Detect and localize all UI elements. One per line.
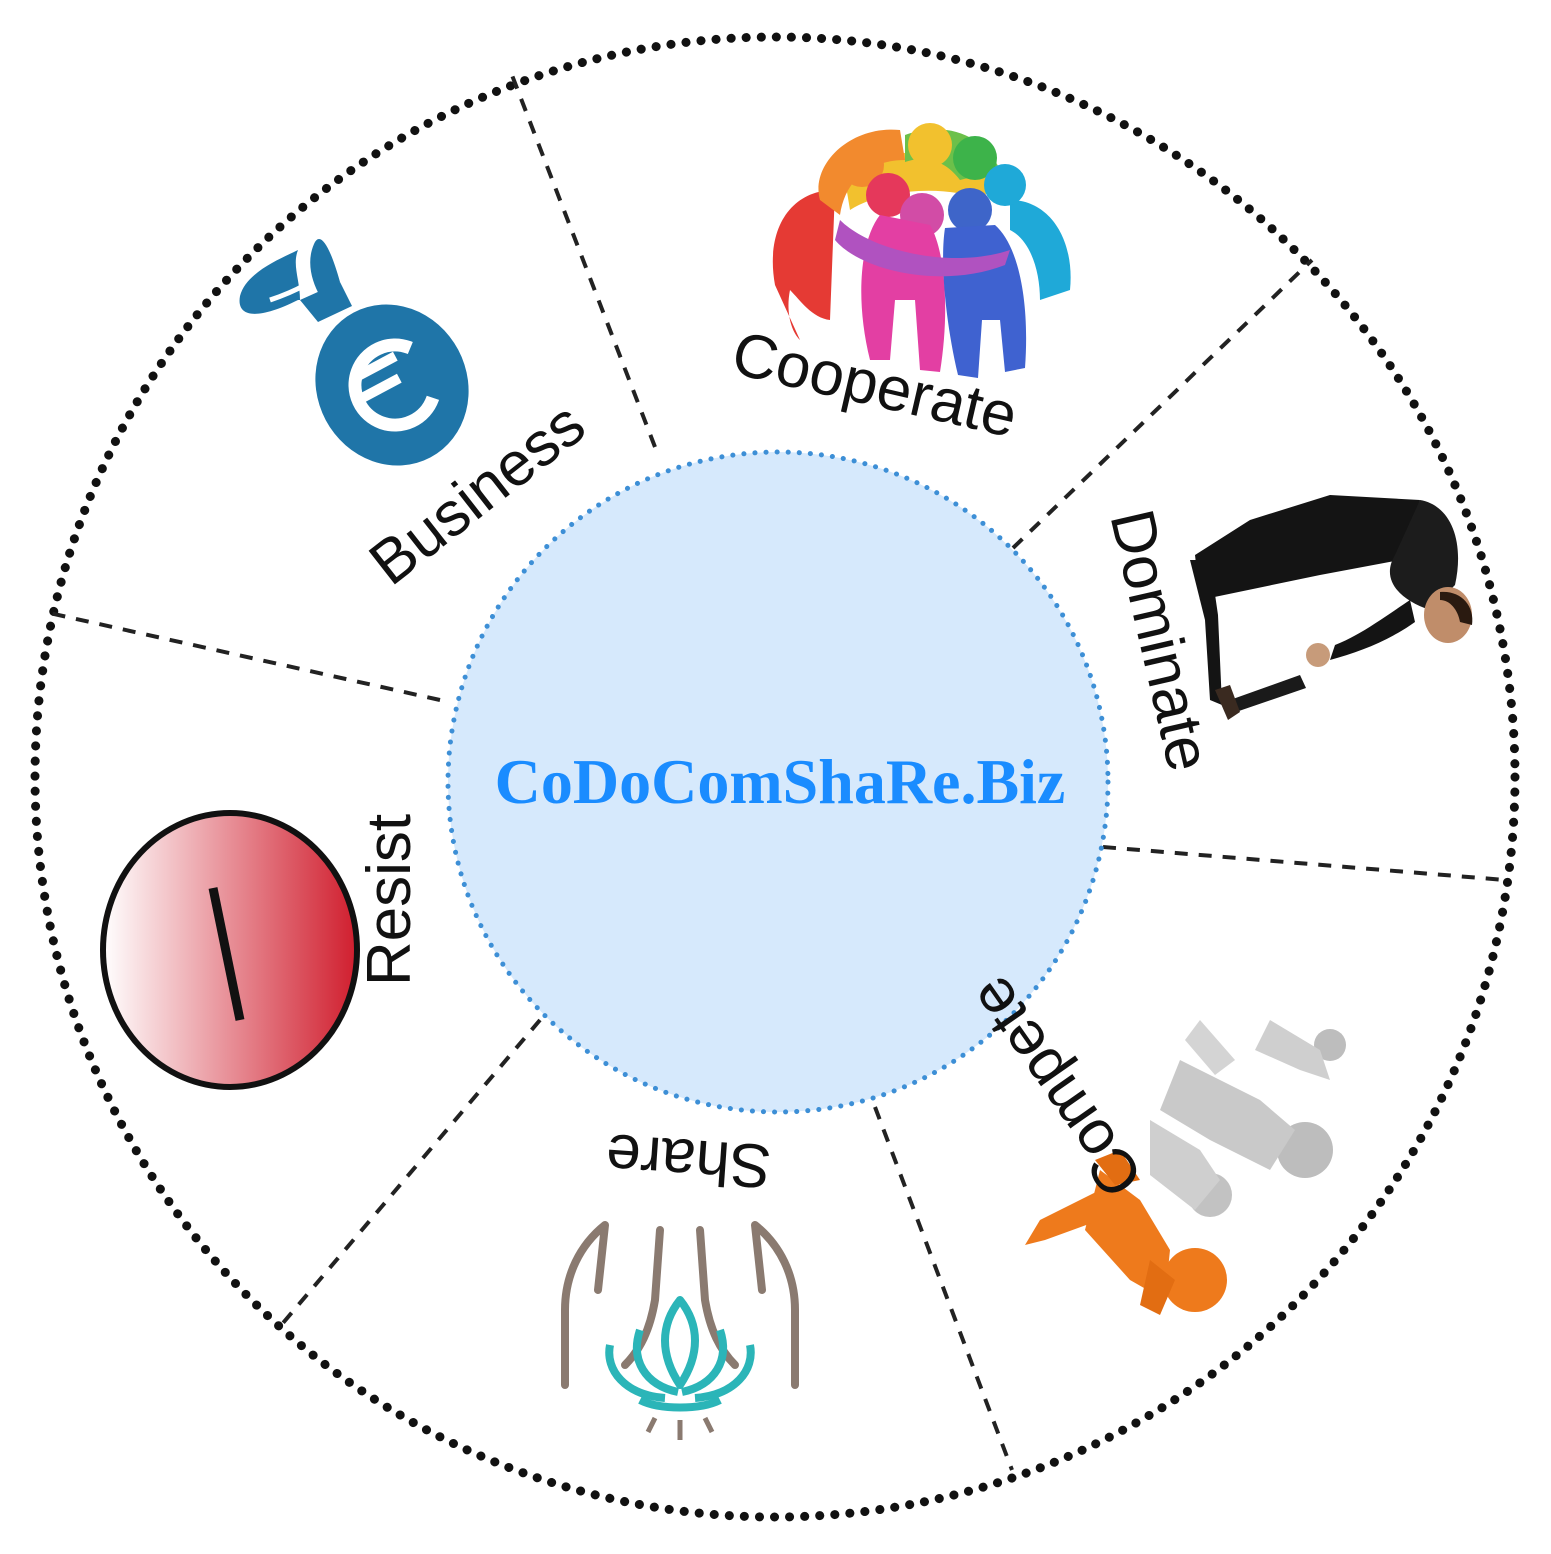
divider-share-resist [281,1018,542,1325]
divider-dominate-compete [1102,845,1506,882]
center-circle [445,449,1111,1115]
dominant-handshake-icon [1190,495,1473,720]
segment-dominate: Dominate [1097,495,1473,777]
segment-label-compete: Compete [956,964,1157,1210]
stop-sign-icon [100,810,360,1090]
hands-lotus-icon [561,1221,799,1440]
segment-business: Business [239,238,598,598]
euro-money-bag-icon [239,238,469,466]
divider-resist-business [44,610,441,702]
racing-figures-icon [1025,1020,1346,1315]
segment-share: Share [561,1120,799,1440]
segment-dividers [44,69,1506,1471]
segment-label-resist: Resist [355,814,424,986]
segment-cooperate: Cooperate [726,123,1071,451]
divider-compete-share [873,1106,1014,1471]
segment-label-share: Share [604,1120,774,1200]
segment-label-dominate: Dominate [1097,503,1224,777]
center-title: CoDoComShaRe.Biz [495,746,1066,817]
divider-cooperate-dominate [1011,258,1314,550]
segment-resist: Resist [100,810,424,1090]
segment-compete: Compete [956,964,1346,1315]
embracing-figures-icon [772,123,1071,378]
outer-ring [30,32,1520,1522]
divider-business-cooperate [508,69,657,448]
